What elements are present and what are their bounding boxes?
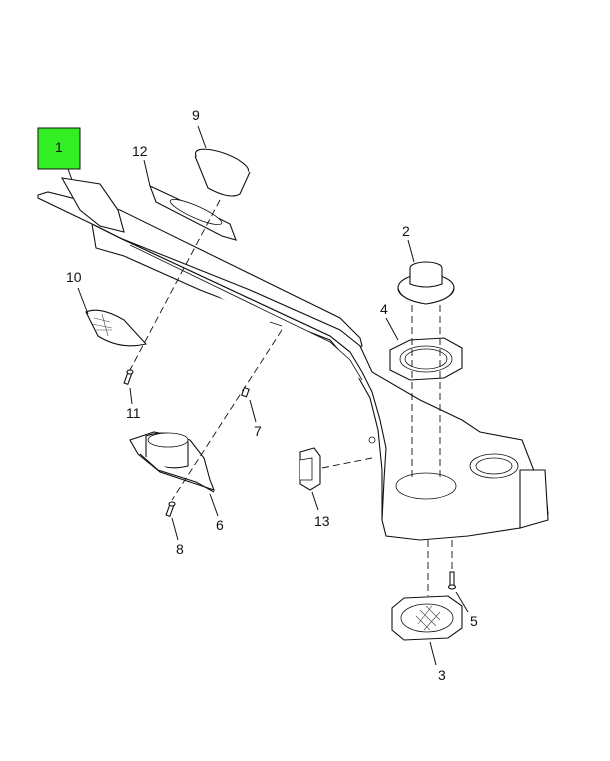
part-13-connector[interactable] bbox=[299, 447, 321, 491]
svg-text:3: 3 bbox=[438, 667, 446, 683]
svg-text:10: 10 bbox=[66, 269, 82, 285]
part-10-lens[interactable] bbox=[85, 309, 148, 347]
callout-6: 6 bbox=[209, 493, 224, 533]
callout-9: 9 bbox=[192, 107, 207, 149]
callout-5: 5 bbox=[455, 591, 478, 629]
part-7-clip[interactable] bbox=[241, 386, 250, 398]
svg-text:11: 11 bbox=[126, 405, 141, 421]
callout-1-label: 1 bbox=[55, 139, 63, 155]
svg-text:6: 6 bbox=[216, 517, 224, 533]
part-2-cap[interactable] bbox=[397, 261, 455, 305]
svg-text:9: 9 bbox=[192, 107, 200, 123]
callout-7: 7 bbox=[249, 399, 262, 439]
svg-text:8: 8 bbox=[176, 541, 184, 557]
svg-text:4: 4 bbox=[380, 301, 388, 317]
callout-13: 13 bbox=[311, 491, 330, 529]
svg-text:12: 12 bbox=[132, 143, 148, 159]
svg-text:2: 2 bbox=[402, 223, 410, 239]
part-8-screw[interactable] bbox=[165, 501, 176, 518]
part-3-grille-ring[interactable] bbox=[391, 595, 463, 641]
svg-text:13: 13 bbox=[314, 513, 330, 529]
callout-8: 8 bbox=[171, 517, 184, 557]
part-5-screw[interactable] bbox=[447, 540, 457, 590]
part-6-housing[interactable] bbox=[129, 431, 215, 493]
main-trim-panel[interactable] bbox=[37, 177, 549, 541]
part-9-dome[interactable] bbox=[193, 144, 252, 197]
callout-11: 11 bbox=[126, 387, 141, 421]
callout-12: 12 bbox=[132, 143, 151, 187]
svg-text:5: 5 bbox=[470, 613, 478, 629]
part-4-mounting-ring[interactable] bbox=[389, 337, 463, 381]
callout-3: 3 bbox=[429, 641, 446, 683]
callout-10: 10 bbox=[66, 269, 89, 315]
callout-2: 2 bbox=[402, 223, 415, 263]
part-12-bezel[interactable] bbox=[149, 184, 237, 241]
callout-4: 4 bbox=[380, 301, 399, 341]
svg-text:7: 7 bbox=[254, 423, 262, 439]
part-11-screw[interactable] bbox=[123, 369, 134, 386]
callout-1[interactable]: 1 bbox=[37, 127, 81, 181]
